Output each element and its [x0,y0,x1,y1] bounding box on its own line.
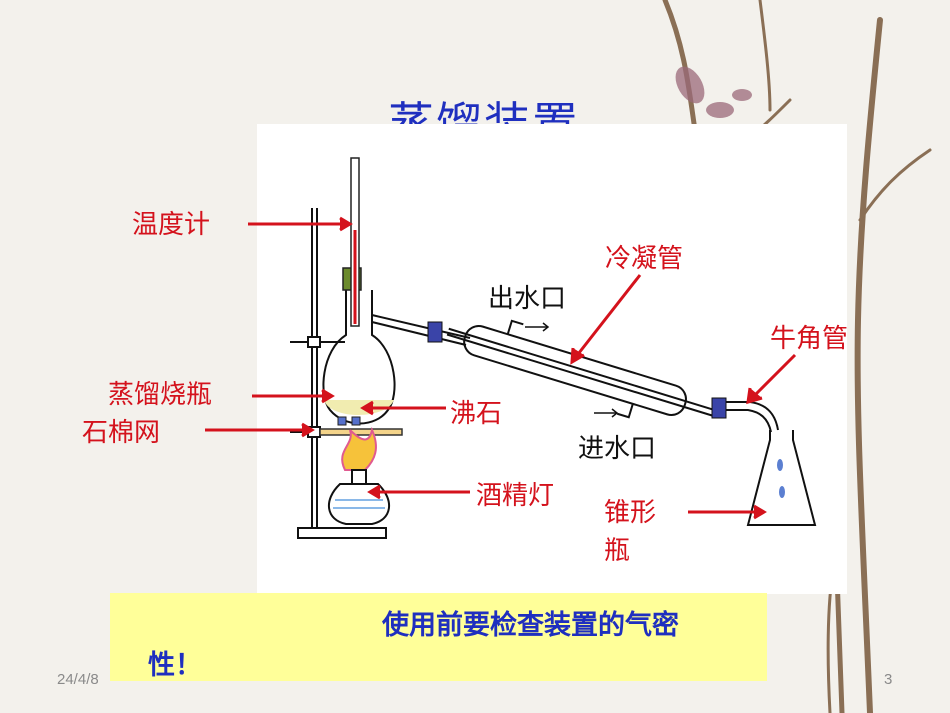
label-gauze: 石棉网 [82,418,161,448]
connector-1 [427,321,443,343]
note-line-1: 使用前要检查装置的气密 [382,610,679,641]
connector-2 [711,397,727,419]
label-conical-flask-1: 锥形 [604,498,657,528]
label-lamp: 酒精灯 [476,481,555,511]
label-arrows [205,216,797,520]
label-adapter: 牛角管 [770,324,849,354]
conical-flask [746,430,817,526]
asbestos-gauze [319,428,403,436]
label-conical-flask-2: 瓶 [604,536,631,566]
boiling-stones [337,416,361,426]
adapter-tube [726,401,779,433]
label-condenser: 冷凝管 [605,244,684,274]
label-boiling-stone: 沸石 [450,399,503,429]
alcohol-lamp [328,469,390,525]
footer-date: 24/4/8 [57,671,99,688]
label-flask: 蒸馏烧瓶 [108,380,213,410]
note-line-2: 性！ [148,650,202,681]
label-water-in: 进水口 [578,434,657,464]
distillate-drops [777,459,785,498]
flask-liquid [324,400,394,415]
warning-note: 使用前要检查装置的气密 性！ [110,593,767,681]
thermometer [350,157,360,327]
label-thermometer: 温度计 [132,210,211,240]
flame [341,426,377,471]
flow-arrows [525,322,619,418]
label-water-out: 出水口 [488,284,567,314]
page-number: 3 [884,671,893,688]
